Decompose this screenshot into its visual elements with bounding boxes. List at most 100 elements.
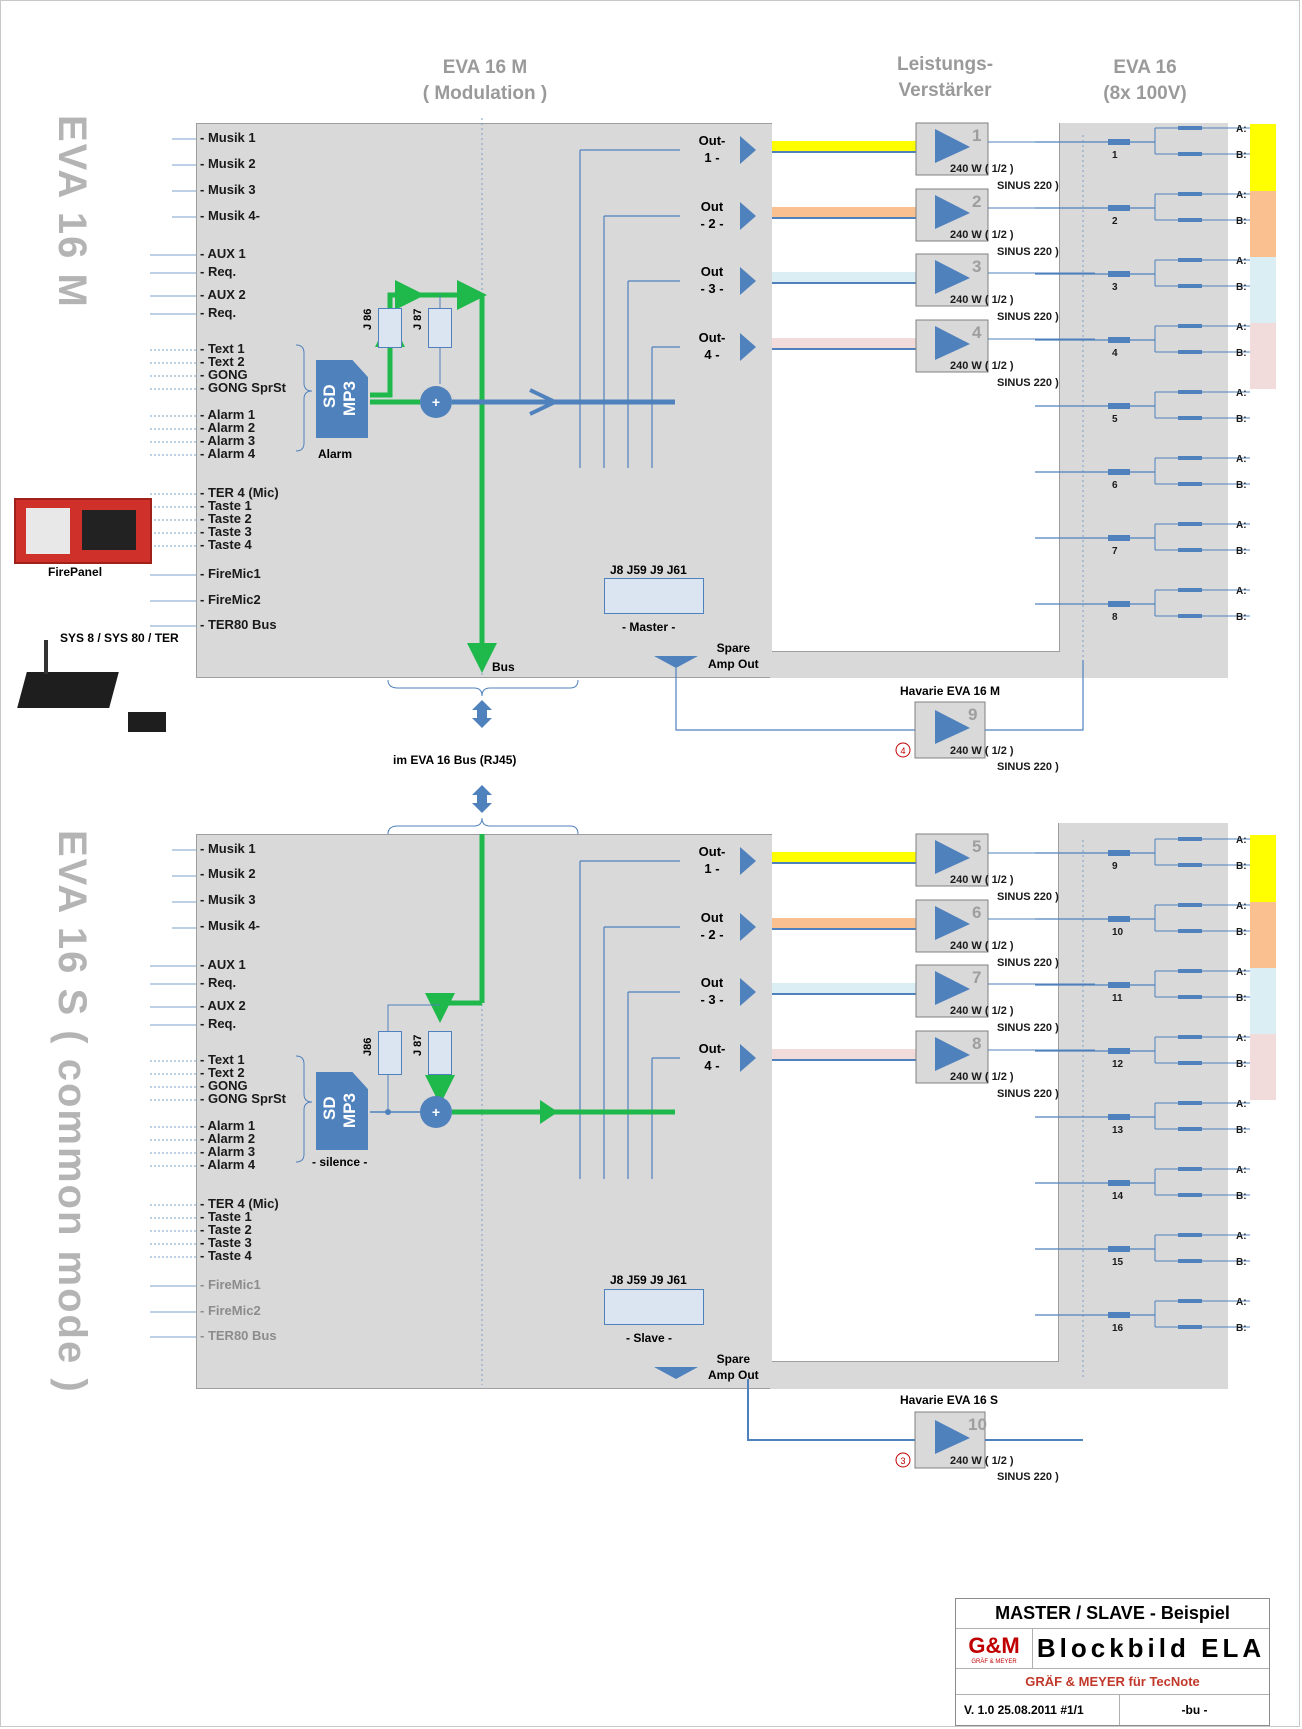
slave-amp-model: SINUS 220 ) <box>997 891 1059 903</box>
master-input-aux1: - AUX 1 <box>200 247 246 261</box>
slave-zone-a-label: A: <box>1236 967 1247 978</box>
master-input-musik4: - Musik 4- <box>200 209 260 223</box>
slave-firemic1: - FireMic1 <box>200 1278 261 1292</box>
master-jumper-mode: - Master - <box>622 620 675 634</box>
slave-zone-b-label: B: <box>1236 1323 1247 1334</box>
master-zone-number: 1 <box>1112 150 1118 161</box>
slave-zone-a-label: A: <box>1236 1297 1247 1308</box>
master-zone-b-fuse <box>1178 482 1202 486</box>
slave-input-musik3: - Musik 3 <box>200 893 256 907</box>
slave-zone-a-fuse <box>1178 1167 1202 1171</box>
master-zone-b-label: B: <box>1236 546 1247 557</box>
master-sd-text: SD <box>320 384 340 408</box>
master-zone-a-fuse <box>1178 126 1202 130</box>
slave-output-arrow-2 <box>740 913 756 941</box>
master-zone-a-label: A: <box>1236 322 1247 333</box>
master-zone-a-fuse <box>1178 390 1202 394</box>
slave-output-label-2: Out- 2 - <box>690 909 734 943</box>
master-amp-power: 240 W ( 1/2 ) <box>950 360 1014 372</box>
slave-j87-label: J 87 <box>412 1035 424 1056</box>
master-zone-number: 5 <box>1112 414 1118 425</box>
master-ter80bus: - TER80 Bus <box>200 618 277 632</box>
master-output-label-2: Out- 2 - <box>690 198 734 232</box>
master-zone-a-fuse <box>1178 324 1202 328</box>
slave-zone-a-label: A: <box>1236 1165 1247 1176</box>
master-havarie-power: 240 W ( 1/2 ) <box>950 745 1014 757</box>
master-zone-b-fuse <box>1178 614 1202 618</box>
master-spare-label: SpareAmp Out <box>708 640 759 672</box>
slave-havarie-model: SINUS 220 ) <box>997 1471 1059 1483</box>
sys8-mic-stem <box>44 640 48 674</box>
master-zone-a-label: A: <box>1236 454 1247 465</box>
slave-zone-b-fuse <box>1178 1127 1202 1131</box>
slave-output-arrow-1 <box>740 847 756 875</box>
slave-jumper-bank-labels: J8 J59 J9 J61 <box>610 1273 687 1287</box>
title-block-version: V. 1.0 25.08.2011 #1/1 <box>956 1695 1120 1725</box>
master-zone-number: 8 <box>1112 612 1118 623</box>
master-zone-a-label: A: <box>1236 124 1247 135</box>
master-amp-power: 240 W ( 1/2 ) <box>950 294 1014 306</box>
slave-input-req1: - Req. <box>200 976 236 990</box>
master-zone-fuse <box>1108 601 1130 607</box>
master-zone-b-label: B: <box>1236 414 1247 425</box>
slave-amp-number: 6 <box>972 903 981 922</box>
slave-input-aux1: - AUX 1 <box>200 958 246 972</box>
slave-output-label-1: Out-1 - <box>690 843 734 877</box>
master-zone-number: 2 <box>1112 216 1118 227</box>
slave-j87-jumper[interactable] <box>428 1031 452 1075</box>
master-input-musik3: - Musik 3 <box>200 183 256 197</box>
master-j87-jumper[interactable] <box>428 308 452 348</box>
slave-mp3-text: MP3 <box>340 1093 360 1128</box>
slave-output-arrow-3 <box>740 978 756 1006</box>
slave-zone-number: 15 <box>1112 1257 1124 1268</box>
master-zone-b-fuse <box>1178 152 1202 156</box>
master-amp-number: 2 <box>972 192 981 211</box>
slave-zone-fuse <box>1108 1246 1130 1252</box>
slave-jumper-bank[interactable] <box>604 1289 704 1325</box>
slave-zone-a-fuse <box>1178 837 1202 841</box>
master-zone-fuse <box>1108 139 1130 145</box>
master-zone-b-fuse <box>1178 218 1202 222</box>
master-input-req2: - Req. <box>200 306 236 320</box>
master-jumper-bank[interactable] <box>604 578 704 614</box>
slave-zone-fuse <box>1108 1180 1130 1186</box>
master-firemic2: - FireMic2 <box>200 593 261 607</box>
slave-zone-b-fuse <box>1178 1061 1202 1065</box>
slave-havarie-power: 240 W ( 1/2 ) <box>950 1455 1014 1467</box>
slave-zone-fuse <box>1108 1048 1130 1054</box>
master-taste4: - Taste 4 <box>200 538 252 552</box>
slave-j86-jumper[interactable] <box>378 1031 402 1075</box>
master-zone-fuse <box>1108 205 1130 211</box>
slave-output-arrow-4 <box>740 1044 756 1072</box>
slave-amp-power: 240 W ( 1/2 ) <box>950 874 1014 886</box>
slave-zone-fuse <box>1108 916 1130 922</box>
master-input-musik1: - Musik 1 <box>200 131 256 145</box>
master-j86-jumper[interactable] <box>378 308 402 348</box>
slave-output-label-3: Out- 3 - <box>690 974 734 1008</box>
master-zone-fuse <box>1108 469 1130 475</box>
slave-zone-fuse <box>1108 850 1130 856</box>
master-amp-model: SINUS 220 ) <box>997 311 1059 323</box>
slave-zone-a-fuse <box>1178 903 1202 907</box>
slave-amp-model: SINUS 220 ) <box>997 1022 1059 1034</box>
master-amp-number: 3 <box>972 257 981 276</box>
master-zone-b-fuse <box>1178 284 1202 288</box>
slave-amp-number: 5 <box>972 837 981 856</box>
master-output-arrow-1 <box>740 136 756 164</box>
sys8-console-image <box>17 672 119 708</box>
slave-amp-power: 240 W ( 1/2 ) <box>950 1005 1014 1017</box>
master-input-aux2: - AUX 2 <box>200 288 246 302</box>
master-amp-power: 240 W ( 1/2 ) <box>950 163 1014 175</box>
slave-zone-number: 9 <box>1112 861 1118 872</box>
title-block-title: MASTER / SLAVE - Beispiel <box>956 1599 1269 1629</box>
firepanel-image <box>14 498 152 564</box>
slave-zone-fuse <box>1108 982 1130 988</box>
master-zone-b-label: B: <box>1236 348 1247 359</box>
master-zone-number: 4 <box>1112 348 1118 359</box>
master-zone-b-label: B: <box>1236 150 1247 161</box>
master-zone-b-label: B: <box>1236 216 1247 227</box>
slave-zone-a-fuse <box>1178 1233 1202 1237</box>
slave-zone-a-fuse <box>1178 969 1202 973</box>
master-output-arrow-3 <box>740 267 756 295</box>
